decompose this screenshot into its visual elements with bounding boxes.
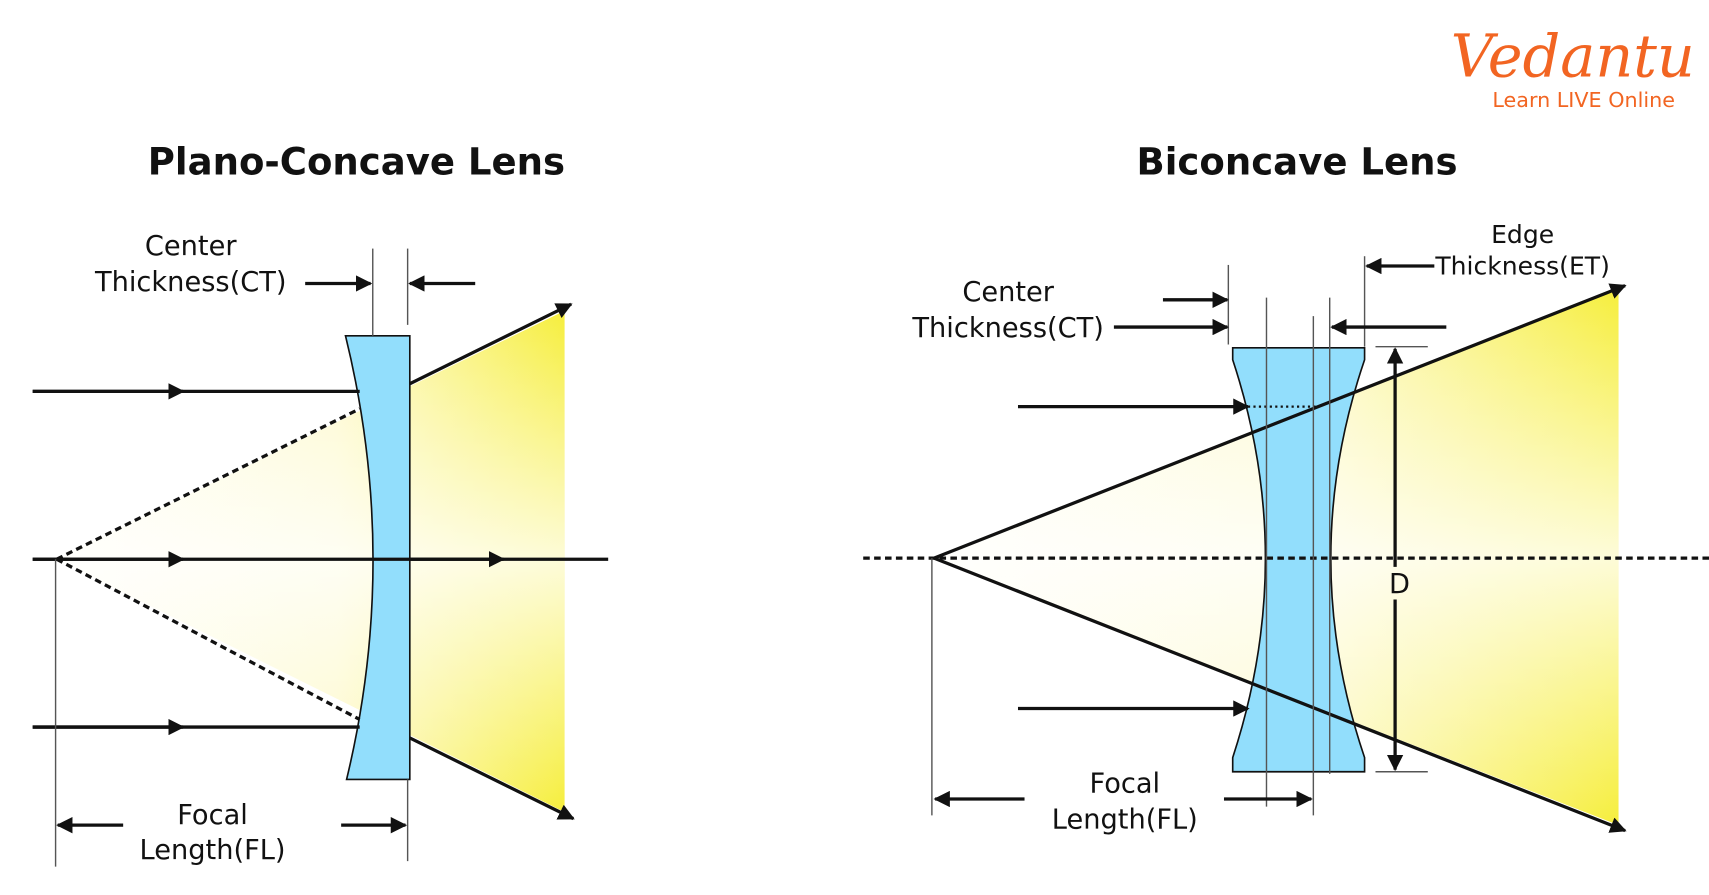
light-cone-highlight [56,310,565,813]
diverging-ray-bottom [933,556,1627,833]
diverging-ray-bottom [409,736,575,821]
diverging-ray-top [933,283,1627,560]
ct-label-line2: Thickness(CT) [911,313,1104,344]
diameter-label: D [1389,569,1410,600]
plano-concave-diagram: Plano-Concave Lens Center Thickness(CT) … [32,140,609,867]
et-label-line1: Edge [1491,220,1554,249]
biconcave-lens [1231,346,1366,773]
biconcave-title: Biconcave Lens [1137,140,1458,183]
biconcave-diagram: Biconcave Lens D Center Thickness(CT) Ed… [863,140,1709,835]
fl-label-line2: Length(FL) [140,835,286,866]
logo-tagline: Learn LIVE Online [1492,88,1675,112]
ct-label-line1: Center [962,277,1054,308]
vedantu-logo: Vedantu Learn LIVE Online [1451,21,1695,112]
fl-label-line1: Focal [1090,768,1161,799]
logo-brand: Vedantu [1451,21,1695,90]
plano-concave-title: Plano-Concave Lens [148,140,565,183]
fl-label-line1: Focal [177,800,248,831]
fl-label-line2: Length(FL) [1052,804,1198,835]
diverging-ray-top [409,302,573,386]
virtual-ray-bottom [55,557,361,721]
ct-label-line1: Center [145,231,237,262]
et-label-line2: Thickness(ET) [1434,252,1609,281]
ct-label-line2: Thickness(CT) [94,267,287,298]
virtual-ray-top [55,407,361,561]
